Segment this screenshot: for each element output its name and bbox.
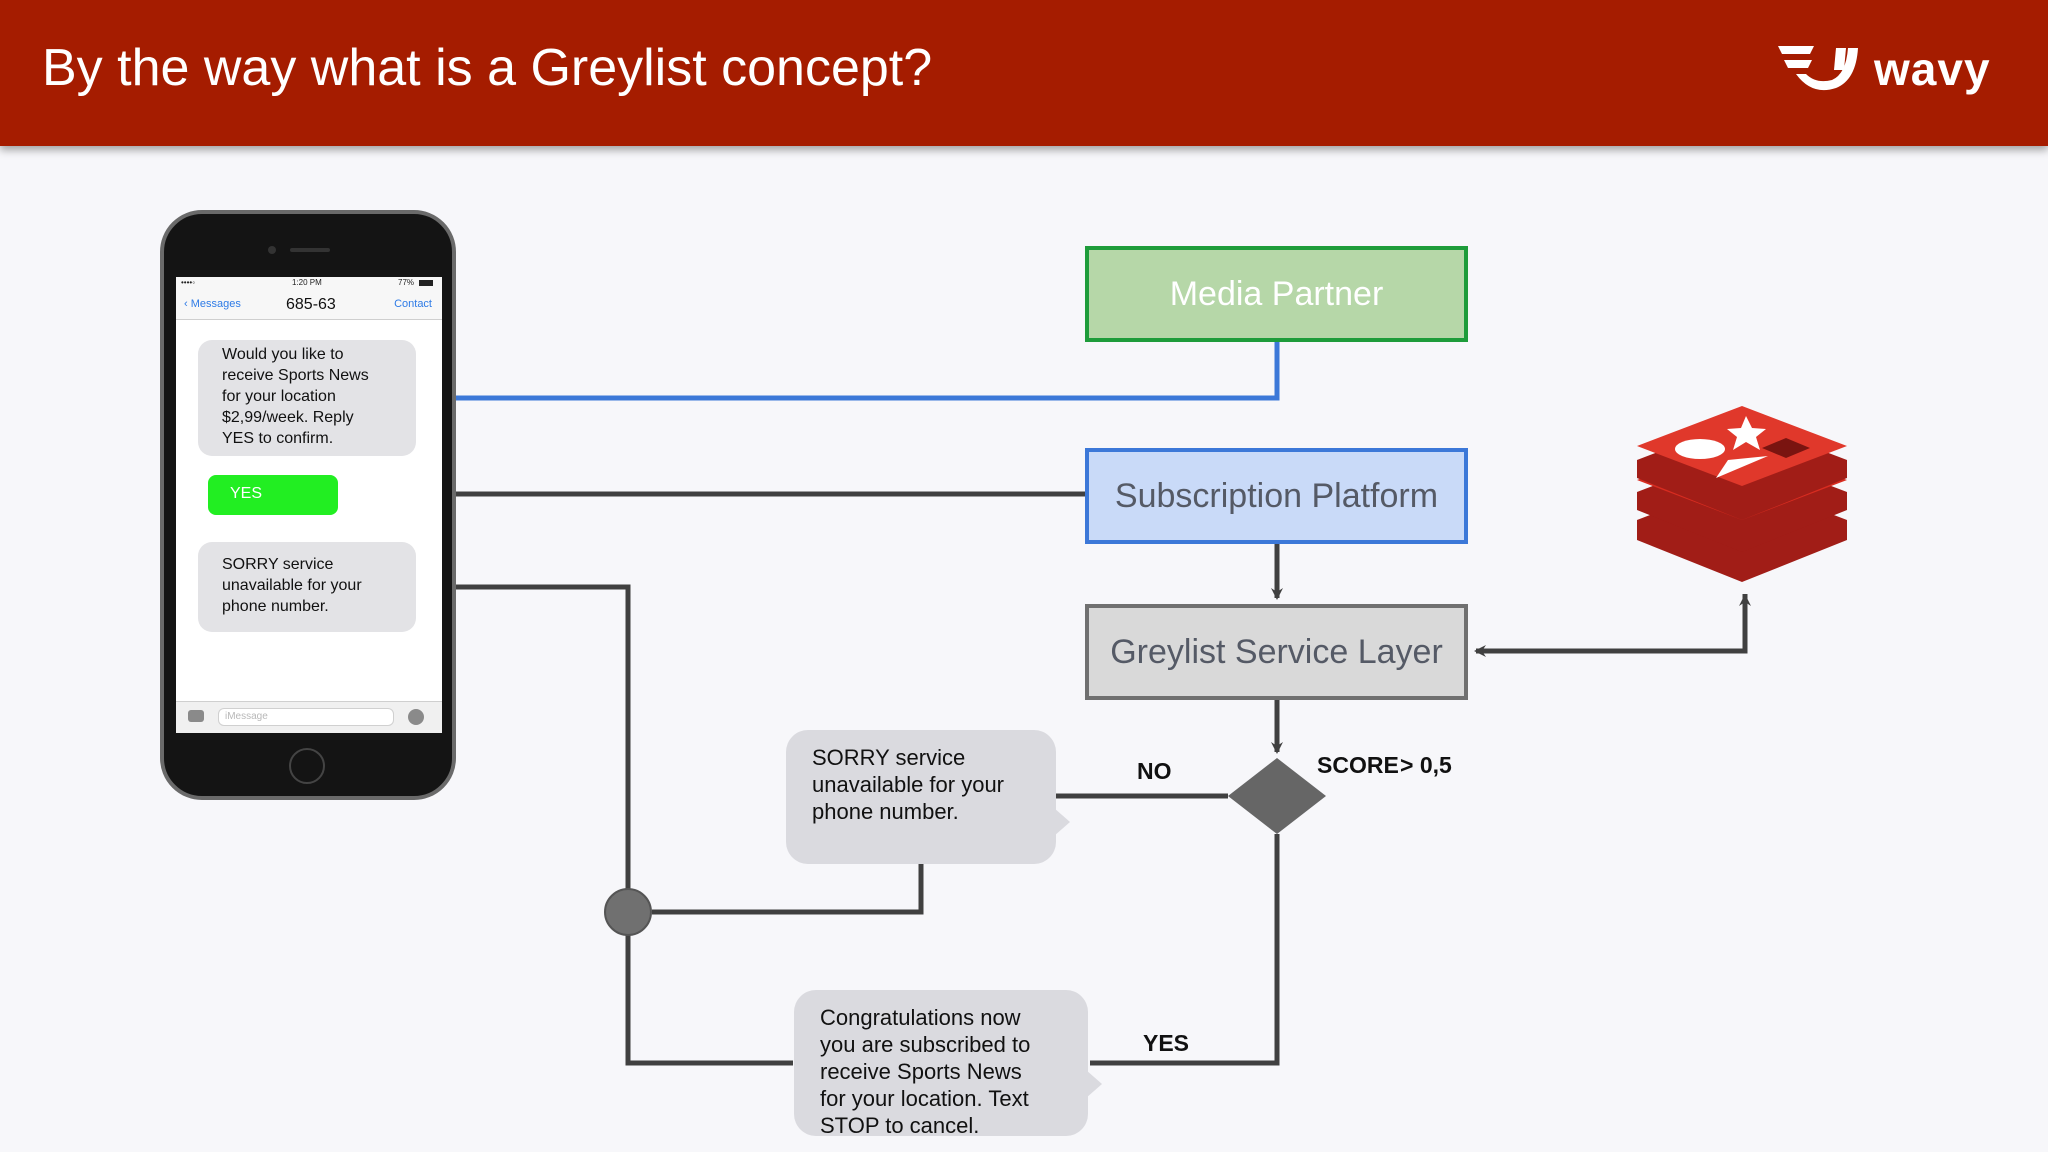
congrats-bubble: Congratulations now you are subscribed t… [794, 990, 1088, 1138]
back-button[interactable]: ‹ Messages [184, 298, 241, 310]
message-line: receive Sports News [222, 367, 369, 384]
wavy-logo-icon [1778, 46, 1858, 91]
camera-icon[interactable] [188, 710, 204, 722]
merge-junction-node [604, 888, 652, 936]
no-branch-label: NO [1137, 758, 1172, 784]
offer-message: Would you like to receive Sports News fo… [198, 340, 416, 456]
redis-cube-icon [1637, 406, 1847, 582]
yes-branch-label: YES [1143, 1030, 1190, 1056]
messages-nav-bar: ‹ Messages 685-63 Contact [176, 289, 442, 320]
home-button[interactable] [289, 748, 325, 784]
logo-text: wavy [1874, 43, 1991, 95]
bubble-line: SORRY service [812, 745, 966, 770]
message-line: for your location [222, 388, 336, 405]
battery-icon [419, 280, 433, 286]
conversation-title: 685-63 [286, 296, 336, 313]
media-to-phone-arrow [432, 342, 1280, 405]
phone-speaker [290, 248, 330, 252]
message-line: phone number. [222, 598, 329, 615]
yes-branch-line [1090, 834, 1280, 1066]
phone-screen: ••••◦ 1:20 PM 77% ‹ Messages 685-63 Cont… [176, 277, 442, 733]
bubble-line: STOP to cancel. [820, 1113, 980, 1138]
sorry-to-junction-line [652, 864, 924, 915]
bubble-line: receive Sports News [820, 1059, 1022, 1084]
sorry-bubble: SORRY service unavailable for your phone… [786, 730, 1056, 864]
congrats-to-junction-line [625, 934, 793, 1066]
sorry-message: SORRY service unavailable for your phone… [198, 542, 416, 632]
message-input-bar: iMessage [176, 701, 442, 733]
back-label: Messages [190, 298, 241, 310]
contact-button[interactable]: Contact [394, 298, 432, 310]
slide-title: By the way what is a Greylist concept? [42, 39, 933, 97]
congrats-bubble-tail [1086, 1070, 1102, 1098]
score-label: SCORE [1317, 752, 1399, 778]
battery-level: 77% [398, 278, 415, 287]
message-line: unavailable for your [222, 577, 362, 594]
bubble-line: you are subscribed to [820, 1032, 1031, 1057]
status-bar: ••••◦ 1:20 PM 77% [176, 277, 442, 289]
subscription-platform-box: Subscription Platform [1085, 448, 1468, 544]
microphone-icon[interactable] [408, 709, 424, 725]
message-line: SORRY service [222, 556, 334, 573]
redis-to-greylist-arrow [1474, 594, 1748, 657]
chevron-left-icon: ‹ [184, 298, 191, 310]
wavy-logo: wavy [1774, 40, 2004, 102]
carrier-signal: ••••◦ [181, 278, 196, 287]
junction-to-phone-arrow [432, 581, 631, 890]
bubble-line: phone number. [812, 799, 959, 824]
sorry-bubble-tail [1054, 808, 1070, 836]
greylist-service-layer-box: Greylist Service Layer [1085, 604, 1468, 700]
status-time: 1:20 PM [292, 278, 322, 287]
score-decision-diamond [1228, 758, 1326, 834]
header-bar: By the way what is a Greylist concept? w… [0, 0, 2048, 146]
yes-reply-message: YES [208, 475, 338, 515]
bubble-line: Congratulations now [820, 1005, 1021, 1030]
message-line: Would you like to [222, 346, 344, 363]
imessage-input[interactable]: iMessage [218, 708, 394, 726]
score-threshold: > 0,5 [1400, 752, 1452, 778]
phone-camera [268, 246, 276, 254]
message-line: $2,99/week. Reply [222, 409, 354, 426]
media-partner-box: Media Partner [1085, 246, 1468, 342]
message-line: YES to confirm. [222, 430, 334, 447]
bubble-line: for your location. Text [820, 1086, 1029, 1111]
bubble-line: unavailable for your [812, 772, 1005, 797]
